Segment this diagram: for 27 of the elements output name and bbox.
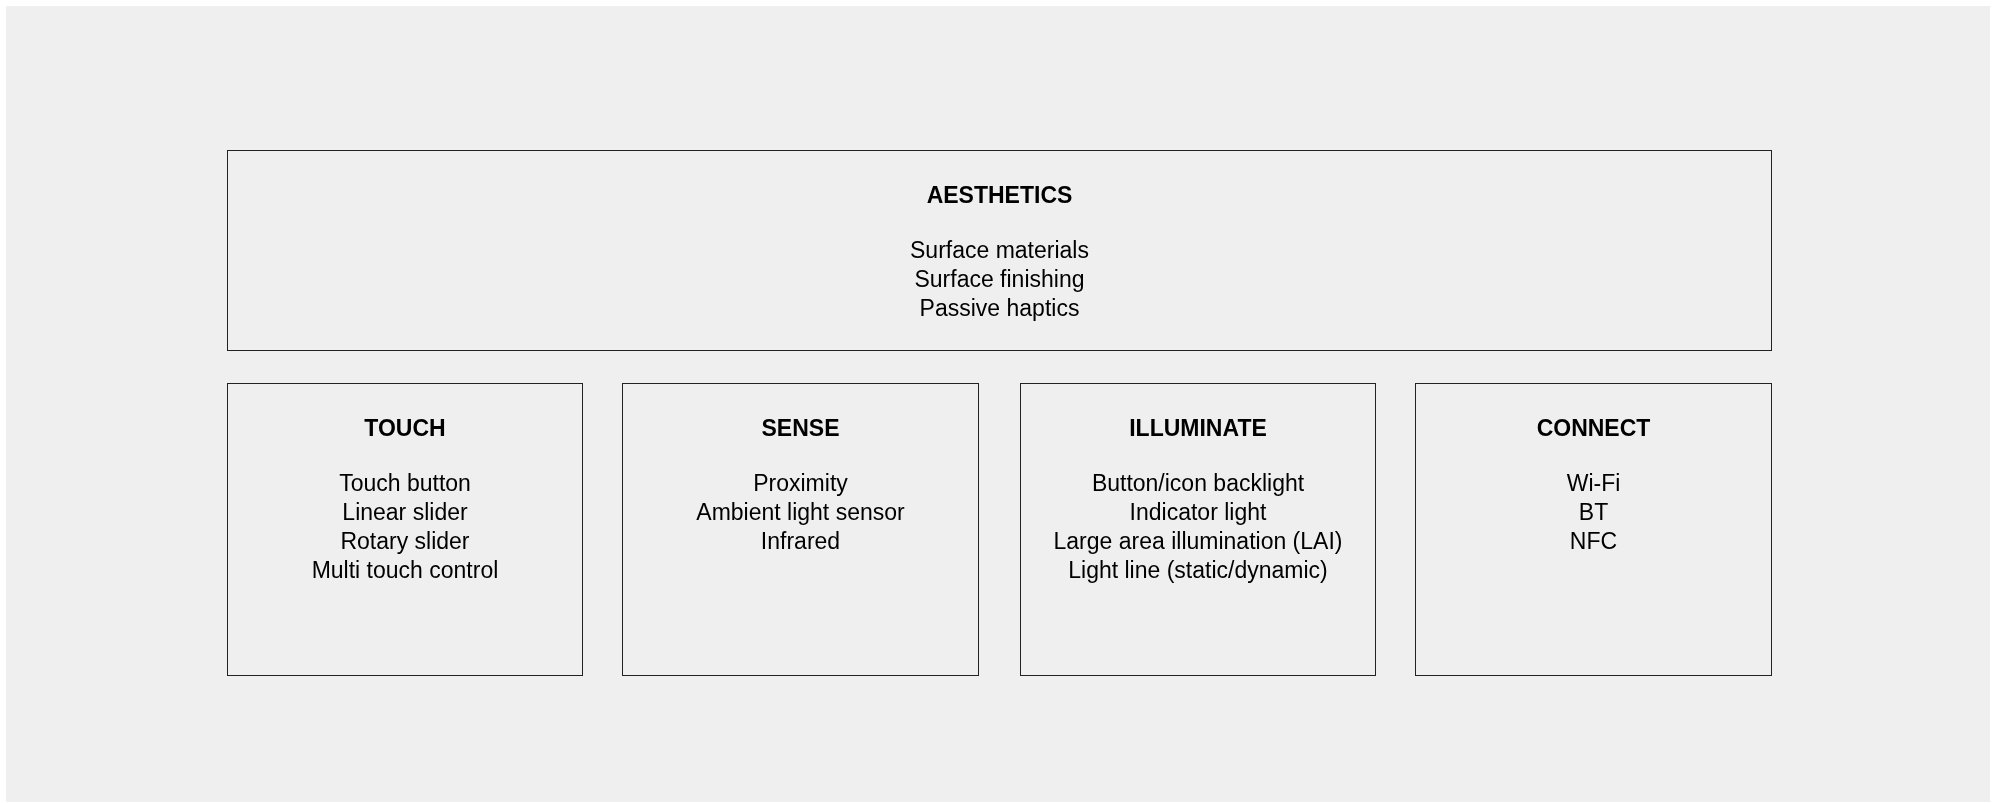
feature-item: Surface finishing — [914, 265, 1085, 294]
feature-item: BT — [1578, 498, 1609, 527]
feature-item: Wi-Fi — [1566, 469, 1621, 498]
feature-item: Surface materials — [910, 236, 1089, 265]
feature-item: Linear slider — [342, 498, 468, 527]
category-heading: CONNECT — [1536, 414, 1651, 443]
category-heading: ILLUMINATE — [1129, 414, 1267, 443]
feature-item: Multi touch control — [311, 556, 499, 585]
category-box — [227, 383, 583, 676]
feature-item: Light line (static/dynamic) — [1068, 556, 1328, 585]
feature-item: Indicator light — [1129, 498, 1267, 527]
feature-item: NFC — [1569, 527, 1618, 556]
feature-item: Rotary slider — [340, 527, 470, 556]
category-heading: AESTHETICS — [926, 181, 1073, 210]
feature-item: Large area illumination (LAI) — [1053, 527, 1343, 556]
feature-item: Infrared — [760, 527, 841, 556]
category-box — [622, 383, 979, 676]
category-heading: SENSE — [761, 414, 840, 443]
category-heading: TOUCH — [364, 414, 446, 443]
feature-item: Ambient light sensor — [696, 498, 905, 527]
feature-item: Passive haptics — [919, 294, 1080, 323]
feature-item: Proximity — [753, 469, 848, 498]
feature-item: Button/icon backlight — [1091, 469, 1305, 498]
feature-item: Touch button — [339, 469, 471, 498]
category-box — [1020, 383, 1376, 676]
category-box — [1415, 383, 1772, 676]
category-box — [227, 150, 1772, 351]
